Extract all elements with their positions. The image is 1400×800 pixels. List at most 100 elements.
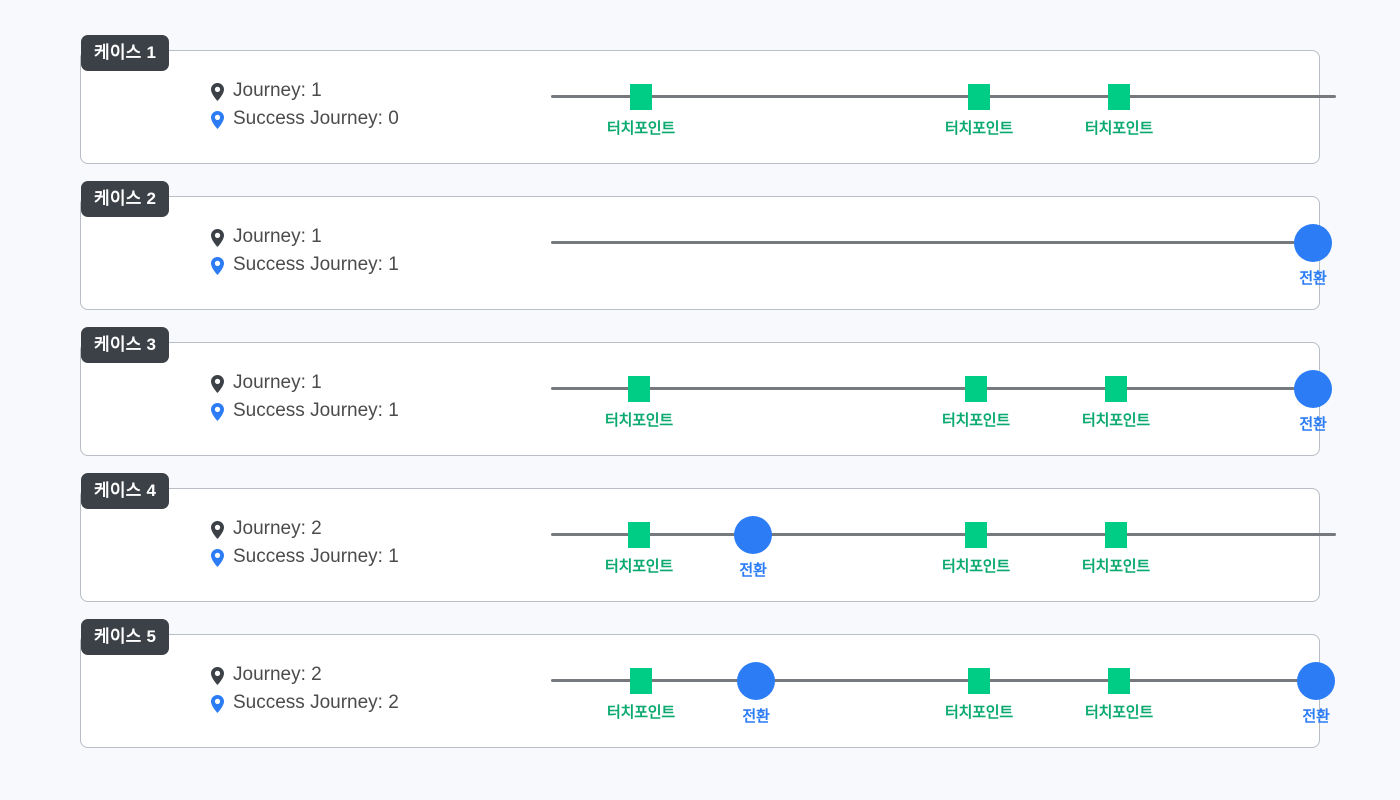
touchpoint-square-icon [965, 521, 987, 548]
node-marker-wrap [1294, 369, 1332, 408]
touchpoint-square-icon [965, 375, 987, 402]
touchpoint-square-icon [628, 521, 650, 548]
touchpoint-square-icon [1105, 375, 1127, 402]
map-pin-success-icon [211, 110, 224, 129]
case-timeline: 터치포인트 터치포인트 터치포인트 [471, 51, 1336, 163]
case-badge: 케이스 5 [81, 619, 170, 655]
node-marker-wrap [965, 521, 987, 548]
success-journey-stat: Success Journey: 0 [211, 107, 399, 129]
touchpoint-square-icon [1108, 667, 1130, 694]
node-marker-wrap [628, 521, 650, 548]
timeline-axis [551, 387, 1316, 390]
case-badge: 케이스 2 [81, 181, 170, 217]
node-marker-wrap [1108, 667, 1130, 694]
touchpoint-square-icon [968, 667, 990, 694]
journey-stat-text: Journey: 2 [233, 664, 322, 685]
success-journey-stat-text: Success Journey: 1 [233, 399, 399, 421]
map-pin-icon [211, 82, 224, 101]
journey-stat: Journey: 1 [211, 227, 399, 247]
conversion-circle-icon [1294, 369, 1332, 408]
journey-stat-text: Journey: 1 [233, 80, 322, 101]
touchpoint-label: 터치포인트 [944, 120, 1014, 137]
conversion-circle-icon [1294, 223, 1332, 262]
conversion-circle-icon [737, 661, 775, 700]
journey-stat-text: Journey: 1 [233, 372, 322, 393]
touchpoint-square-icon [1108, 83, 1130, 110]
case-badge: 케이스 4 [81, 473, 170, 509]
node-marker-wrap [1105, 375, 1127, 402]
conversion-circle-icon [734, 515, 772, 554]
map-pin-icon [211, 520, 224, 539]
success-journey-stat-text: Success Journey: 2 [233, 691, 399, 713]
map-pin-icon [211, 228, 224, 247]
case-card: 케이스 2 Journey: 1 Success Journey: 1 전환 [80, 181, 1332, 310]
timeline-axis [551, 95, 1336, 98]
journey-stat: Journey: 2 [211, 665, 399, 685]
case-timeline: 전환 [471, 197, 1332, 309]
node-marker-wrap [630, 667, 652, 694]
touchpoint-square-icon [628, 375, 650, 402]
case-stats: Journey: 2 Success Journey: 1 [211, 519, 399, 567]
node-marker-wrap [734, 515, 772, 554]
conversion-label: 전환 [1299, 270, 1327, 287]
node-marker-wrap [1294, 223, 1332, 262]
node-marker-wrap [968, 83, 990, 110]
node-marker-wrap [1297, 661, 1335, 700]
timeline-axis [551, 533, 1336, 536]
node-marker-wrap [1108, 83, 1130, 110]
case-card: 케이스 5 Journey: 2 Success Journey: 2 터치포인트 전환… [80, 619, 1335, 748]
journey-stat: Journey: 1 [211, 81, 399, 101]
touchpoint-label: 터치포인트 [941, 558, 1011, 575]
case-badge: 케이스 1 [81, 35, 170, 71]
case-body: Journey: 1 Success Journey: 1 전환 [81, 197, 1332, 309]
journey-stat-text: Journey: 1 [233, 226, 322, 247]
map-pin-icon [211, 666, 224, 685]
touchpoint-square-icon [1105, 521, 1127, 548]
success-journey-stat-text: Success Journey: 1 [233, 545, 399, 567]
journey-stat-text: Journey: 2 [233, 518, 322, 539]
conversion-label: 전환 [1299, 416, 1327, 433]
success-journey-stat-text: Success Journey: 1 [233, 253, 399, 275]
case-stats: Journey: 1 Success Journey: 0 [211, 81, 399, 129]
success-journey-stat: Success Journey: 1 [211, 545, 399, 567]
touchpoint-label: 터치포인트 [1081, 412, 1151, 429]
map-pin-success-icon [211, 694, 224, 713]
journey-stat: Journey: 2 [211, 519, 399, 539]
touchpoint-label: 터치포인트 [1084, 120, 1154, 137]
node-marker-wrap [737, 661, 775, 700]
node-marker-wrap [628, 375, 650, 402]
touchpoint-label: 터치포인트 [606, 120, 676, 137]
map-pin-success-icon [211, 256, 224, 275]
case-card: 케이스 4 Journey: 2 Success Journey: 1 터치포인트 전환… [80, 473, 1336, 602]
touchpoint-square-icon [630, 667, 652, 694]
map-pin-success-icon [211, 402, 224, 421]
case-stats: Journey: 1 Success Journey: 1 [211, 227, 399, 275]
conversion-label: 전환 [739, 562, 767, 579]
touchpoint-square-icon [630, 83, 652, 110]
case-badge: 케이스 3 [81, 327, 170, 363]
success-journey-stat-text: Success Journey: 0 [233, 107, 399, 129]
conversion-circle-icon [1297, 661, 1335, 700]
node-marker-wrap [965, 375, 987, 402]
touchpoint-label: 터치포인트 [944, 704, 1014, 721]
node-marker-wrap [968, 667, 990, 694]
success-journey-stat: Success Journey: 1 [211, 399, 399, 421]
case-stats: Journey: 2 Success Journey: 2 [211, 665, 399, 713]
success-journey-stat: Success Journey: 1 [211, 253, 399, 275]
touchpoint-label: 터치포인트 [606, 704, 676, 721]
touchpoint-label: 터치포인트 [604, 412, 674, 429]
conversion-label: 전환 [742, 708, 770, 725]
case-body: Journey: 2 Success Journey: 2 터치포인트 전환 터치포인트… [81, 635, 1335, 747]
map-pin-success-icon [211, 548, 224, 567]
node-marker-wrap [1105, 521, 1127, 548]
timeline-axis [551, 679, 1319, 682]
journey-stat: Journey: 1 [211, 373, 399, 393]
